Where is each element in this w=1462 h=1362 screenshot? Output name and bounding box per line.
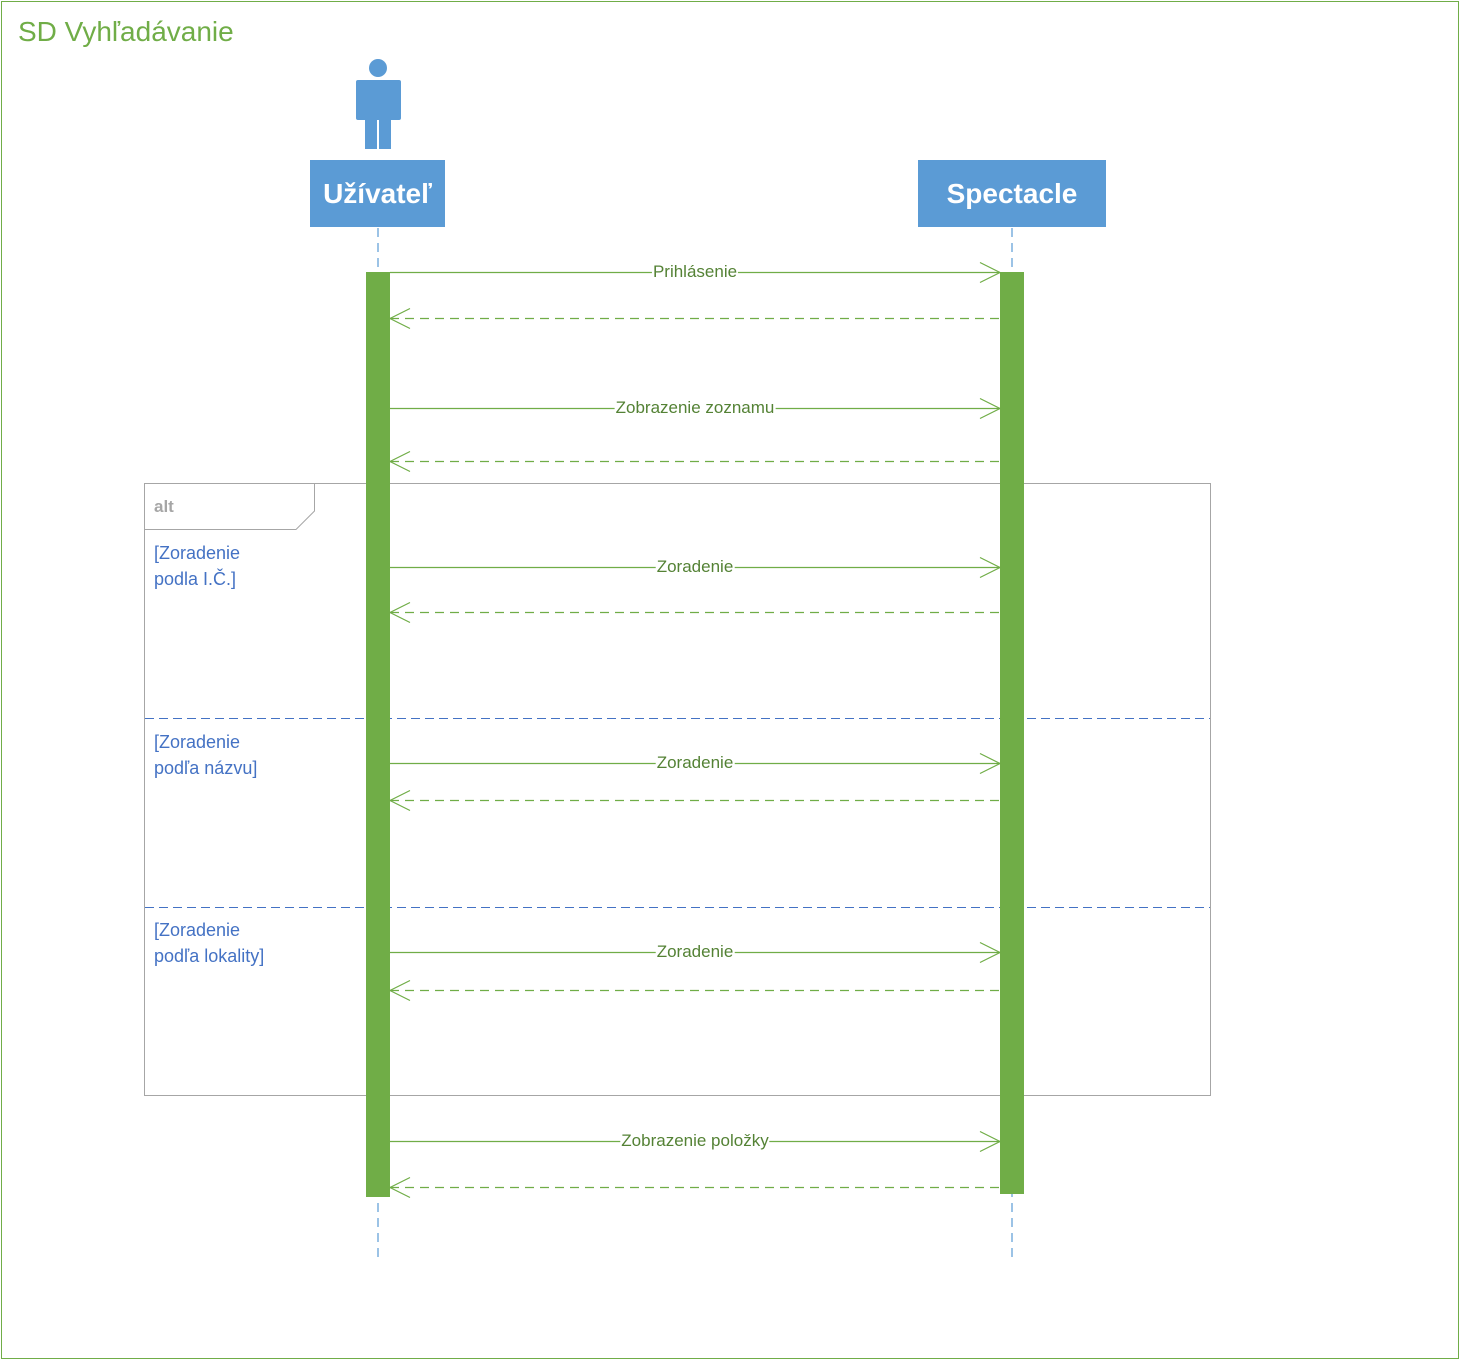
arrowhead — [388, 450, 411, 473]
guard-condition: [Zoradenie podľa názvu] — [154, 729, 257, 781]
guard-condition: [Zoradenie podľa lokality] — [154, 917, 264, 969]
guard-line: [Zoradenie — [154, 920, 241, 940]
arrowhead — [979, 1130, 1002, 1153]
guard-condition: [Zoradenie podla I.Č.] — [154, 540, 240, 592]
arrowhead — [388, 979, 411, 1002]
alt-tag-box — [144, 483, 315, 530]
arrowhead — [979, 556, 1002, 579]
arrowhead — [979, 261, 1002, 284]
fragment-operator: alt — [154, 497, 174, 516]
message-label: Prihlásenie — [651, 261, 739, 282]
diagram-title: SD Vyhľadávanie — [18, 16, 234, 47]
message-label: Zoradenie — [655, 556, 735, 577]
arrowhead — [979, 752, 1002, 775]
guard-line: [Zoradenie — [154, 732, 241, 752]
activation-bar-uzivatel — [366, 272, 390, 1197]
arrowhead — [388, 601, 411, 624]
message-label: Zobrazenie položky — [620, 1130, 770, 1151]
message-label: Zoradenie — [655, 752, 735, 773]
arrowhead — [388, 789, 411, 812]
message-label: Zobrazenie zoznamu — [614, 397, 776, 418]
lifeline-head-spectacle: Spectacle — [918, 160, 1106, 227]
guard-line: podla I.Č.] — [154, 569, 237, 589]
guard-line: [Zoradenie — [154, 543, 241, 563]
guard-line: podľa lokality] — [154, 946, 265, 966]
message-label: Zoradenie — [655, 941, 735, 962]
arrowhead — [388, 1176, 411, 1199]
guard-line: podľa názvu] — [154, 758, 258, 778]
arrowhead — [979, 397, 1002, 420]
alt-fragment — [144, 483, 1211, 1096]
actor-icon — [356, 59, 401, 149]
arrowhead — [979, 941, 1002, 964]
activation-bar-spectacle — [1000, 272, 1024, 1194]
lifeline-head-uzivatel: Užívateľ — [310, 160, 445, 227]
arrowhead — [388, 307, 411, 330]
